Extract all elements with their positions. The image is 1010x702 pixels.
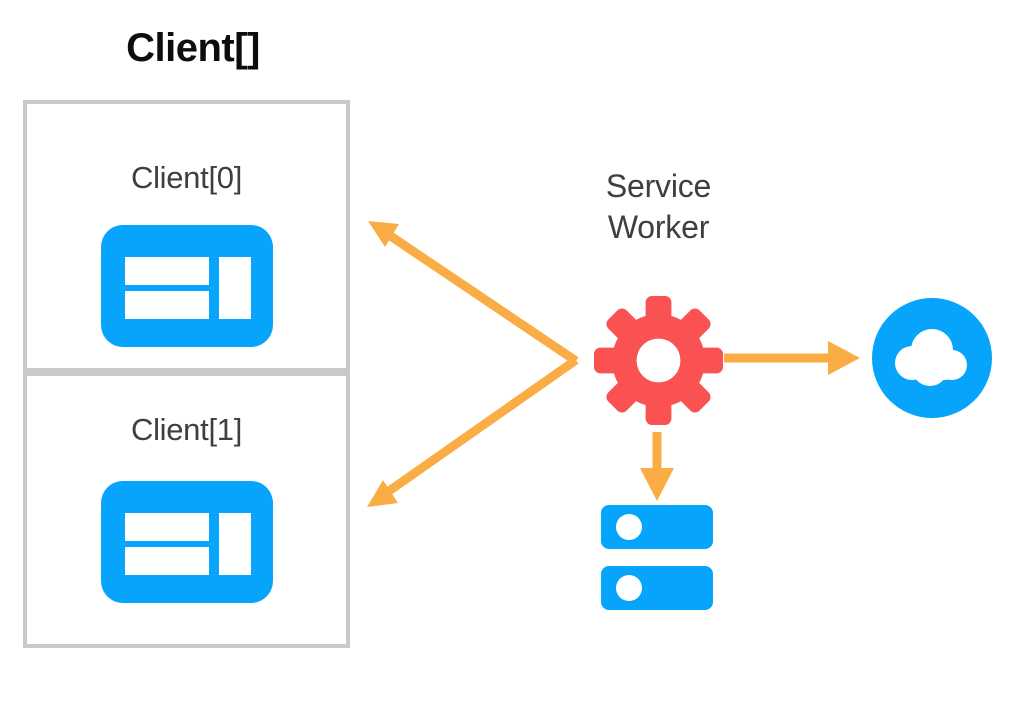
arrow-to-database xyxy=(640,432,674,501)
arrow-to-cloud xyxy=(724,341,860,375)
client-box-0[interactable]: Client[0] xyxy=(23,100,350,372)
browser-window-icon xyxy=(101,225,273,347)
client-1-label: Client[1] xyxy=(130,412,243,447)
client-array-group: Client[0] Client[1] xyxy=(23,100,350,648)
service-worker-label-line1: Service xyxy=(605,168,712,204)
service-worker-label-line2: Worker xyxy=(607,208,710,245)
browser-window-icon xyxy=(101,481,273,603)
service-worker-label: Service Worker xyxy=(536,166,781,248)
cloud-icon xyxy=(872,298,992,418)
gear-icon xyxy=(594,296,723,425)
client-0-label: Client[0] xyxy=(130,160,243,195)
client-box-1[interactable]: Client[1] xyxy=(23,372,350,648)
arrow-to-client-1 xyxy=(367,356,579,507)
database-icon xyxy=(601,505,713,610)
page-title: Client[] xyxy=(126,26,260,70)
